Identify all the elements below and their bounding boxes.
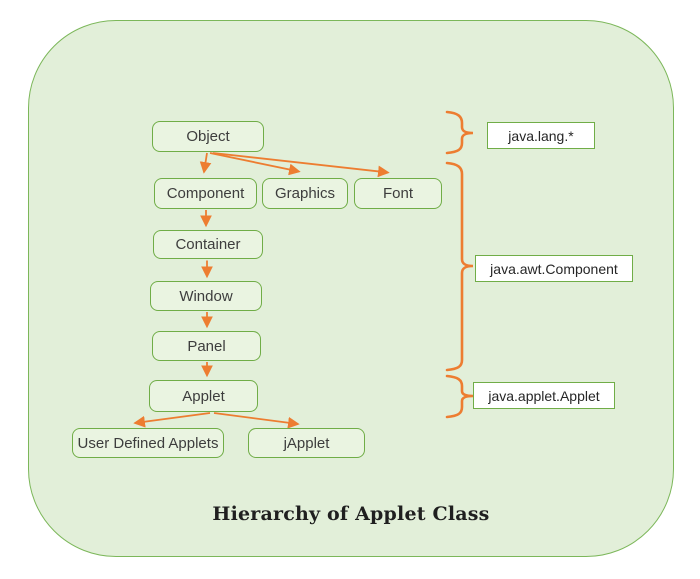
node-applet: Applet	[149, 380, 258, 412]
node-object: Object	[152, 121, 264, 152]
package-label-java-awt: java.awt.Component	[475, 255, 633, 282]
node-font: Font	[354, 178, 442, 209]
diagram-background	[28, 20, 674, 557]
node-japplet: jApplet	[248, 428, 365, 458]
node-container: Container	[153, 230, 263, 259]
node-panel: Panel	[152, 331, 261, 361]
diagram-title: Hierarchy of Applet Class	[212, 503, 490, 525]
package-label-java-applet: java.applet.Applet	[473, 382, 615, 409]
node-window: Window	[150, 281, 262, 311]
package-label-java-lang: java.lang.*	[487, 122, 595, 149]
node-component: Component	[154, 178, 257, 209]
node-user-defined-applets: User Defined Applets	[72, 428, 224, 458]
node-graphics: Graphics	[262, 178, 348, 209]
